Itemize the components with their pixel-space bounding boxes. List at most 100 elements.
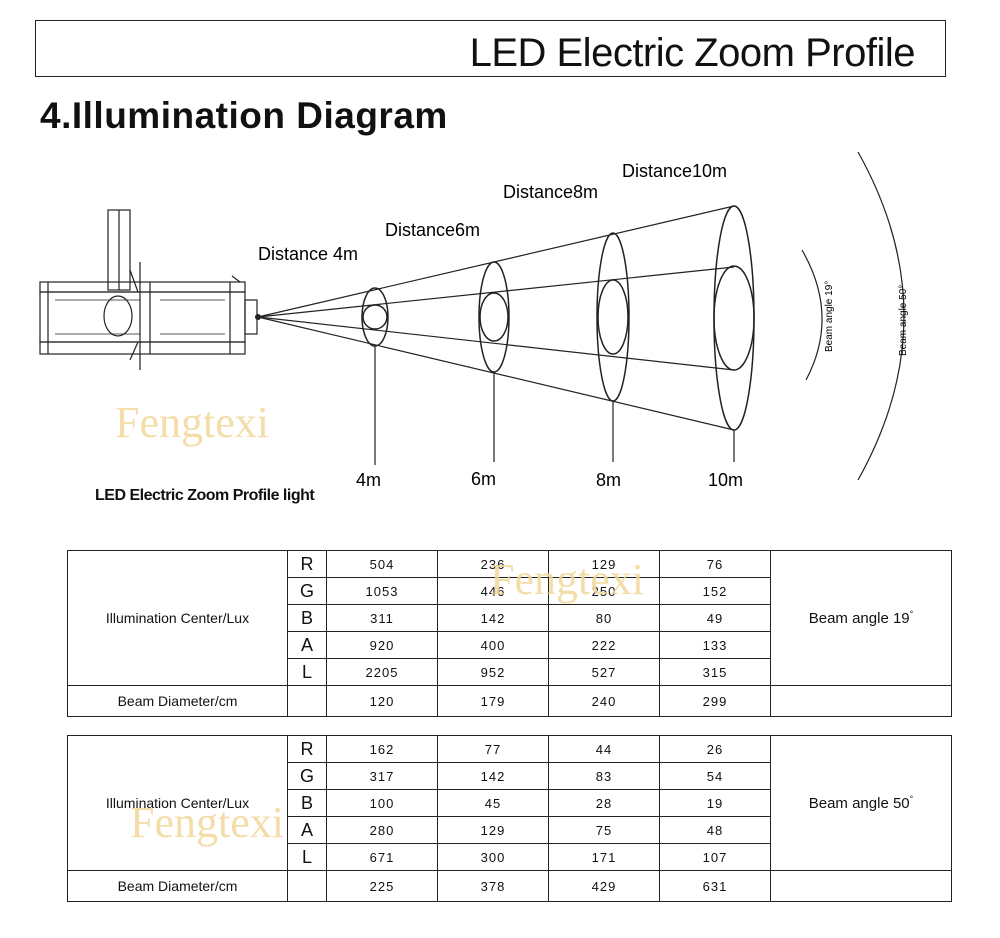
diameter-cell: 240 — [548, 685, 660, 717]
value-cell: 171 — [548, 843, 660, 871]
table-row: L 2205 952 527 315 — [68, 658, 952, 686]
value-cell: 83 — [548, 762, 660, 790]
channel-cell: G — [287, 762, 327, 790]
device-caption: LED Electric Zoom Profile light — [95, 487, 315, 504]
table-row: A 920 400 222 133 — [68, 631, 952, 659]
value-cell: 76 — [659, 550, 771, 578]
table-row: B 311 142 80 49 — [68, 604, 952, 632]
value-cell: 26 — [659, 735, 771, 763]
value-cell: 315 — [659, 658, 771, 686]
value-cell: 44 — [548, 735, 660, 763]
row-label: Illumination Center/Lux — [67, 735, 288, 871]
value-cell: 129 — [437, 816, 549, 844]
illumination-table-50: Illumination Center/Lux R 162 77 44 26 B… — [67, 735, 952, 902]
value-cell: 317 — [326, 762, 438, 790]
degree-mark: ° — [909, 609, 914, 619]
value-cell: 250 — [548, 577, 660, 605]
beam-angle-arcs — [801, 151, 905, 481]
page-title: LED Electric Zoom Profile — [469, 31, 916, 75]
diameter-cell: 225 — [326, 870, 438, 902]
channel-cell: A — [287, 816, 327, 844]
channel-cell: L — [287, 658, 327, 686]
channel-cell: R — [287, 735, 327, 763]
value-cell: 45 — [437, 789, 549, 817]
value-cell: 400 — [437, 631, 549, 659]
diameter-cell: 631 — [659, 870, 771, 902]
value-cell: 527 — [548, 658, 660, 686]
channel-cell: A — [287, 631, 327, 659]
axis-label-10m: 10m — [708, 470, 743, 490]
value-cell: 142 — [437, 604, 549, 632]
value-cell: 80 — [548, 604, 660, 632]
axis-label-8m: 8m — [596, 470, 621, 490]
value-cell: 107 — [659, 843, 771, 871]
channel-cell: L — [287, 843, 327, 871]
value-cell: 446 — [437, 577, 549, 605]
diameter-cell: 120 — [326, 685, 438, 717]
value-cell: 920 — [326, 631, 438, 659]
value-cell: 152 — [659, 577, 771, 605]
label-distance-10m: Distance10m — [622, 161, 727, 181]
value-cell: 300 — [437, 843, 549, 871]
axis-label-4m: 4m — [356, 470, 381, 490]
fixture-fins — [55, 299, 225, 335]
value-cell: 133 — [659, 631, 771, 659]
channel-cell: R — [287, 550, 327, 578]
value-cell: 19 — [659, 789, 771, 817]
diameter-cell: 179 — [437, 685, 549, 717]
value-cell: 100 — [326, 789, 438, 817]
table-row: Illumination Center/Lux R 504 236 129 76… — [67, 550, 952, 686]
value-cell: 75 — [548, 816, 660, 844]
value-cell: 77 — [437, 735, 549, 763]
diameter-label: Beam Diameter/cm — [67, 870, 288, 902]
empty-cell — [770, 685, 952, 717]
label-distance-8m: Distance8m — [503, 182, 598, 202]
value-cell: 2205 — [326, 658, 438, 686]
table-row: L 671 300 171 107 — [68, 843, 952, 871]
channel-cell: B — [287, 789, 327, 817]
axis-label-6m: 6m — [471, 469, 496, 489]
value-cell: 504 — [326, 550, 438, 578]
degree-mark: ° — [909, 794, 914, 804]
beam-angle-50-label: Beam angle 50° — [898, 285, 909, 356]
value-cell: 162 — [326, 735, 438, 763]
empty-cell — [287, 685, 327, 717]
value-cell: 49 — [659, 604, 771, 632]
table-row: Beam Diameter/cm 225 378 429 631 — [67, 870, 952, 902]
fixture-drawing — [39, 209, 258, 370]
value-cell: 671 — [326, 843, 438, 871]
value-cell: 952 — [437, 658, 549, 686]
distance-drop-lines — [374, 346, 735, 465]
value-cell: 311 — [326, 604, 438, 632]
row-label: Illumination Center/Lux — [67, 550, 288, 686]
illumination-diagram: Distance 4m Distance6m Distance8m Distan… — [39, 151, 909, 490]
beam-angle-19-label: Beam angle 19° — [824, 281, 835, 352]
channel-cell: B — [287, 604, 327, 632]
diameter-label: Beam Diameter/cm — [67, 685, 288, 717]
label-distance-6m: Distance6m — [385, 220, 480, 240]
illumination-table-19: Illumination Center/Lux R 504 236 129 76… — [67, 550, 952, 717]
empty-cell — [770, 870, 952, 902]
value-cell: 1053 — [326, 577, 438, 605]
channel-cell: G — [287, 577, 327, 605]
value-cell: 28 — [548, 789, 660, 817]
beam-angle-text: Beam angle 50 — [808, 795, 910, 812]
value-cell: 129 — [548, 550, 660, 578]
beam-cone-lines — [257, 205, 735, 431]
table-row: Illumination Center/Lux R 162 77 44 26 B… — [67, 735, 952, 871]
value-cell: 236 — [437, 550, 549, 578]
label-distance-4m: Distance 4m — [258, 244, 358, 264]
table-row: Beam Diameter/cm 120 179 240 299 — [67, 685, 952, 717]
diameter-cell: 378 — [437, 870, 549, 902]
table-row: A 280 129 75 48 — [68, 816, 952, 844]
beam-angle-cell: Beam angle 50° — [770, 735, 952, 871]
header-box: LED Electric Zoom Profile — [35, 20, 946, 77]
value-cell: 48 — [659, 816, 771, 844]
beam-angle-text: Beam angle 19 — [808, 610, 910, 627]
section-title: 4.Illumination Diagram — [40, 95, 448, 136]
value-cell: 222 — [548, 631, 660, 659]
beam-angle-cell: Beam angle 19° — [770, 550, 952, 686]
empty-cell — [287, 870, 327, 902]
diameter-cell: 429 — [548, 870, 660, 902]
value-cell: 142 — [437, 762, 549, 790]
